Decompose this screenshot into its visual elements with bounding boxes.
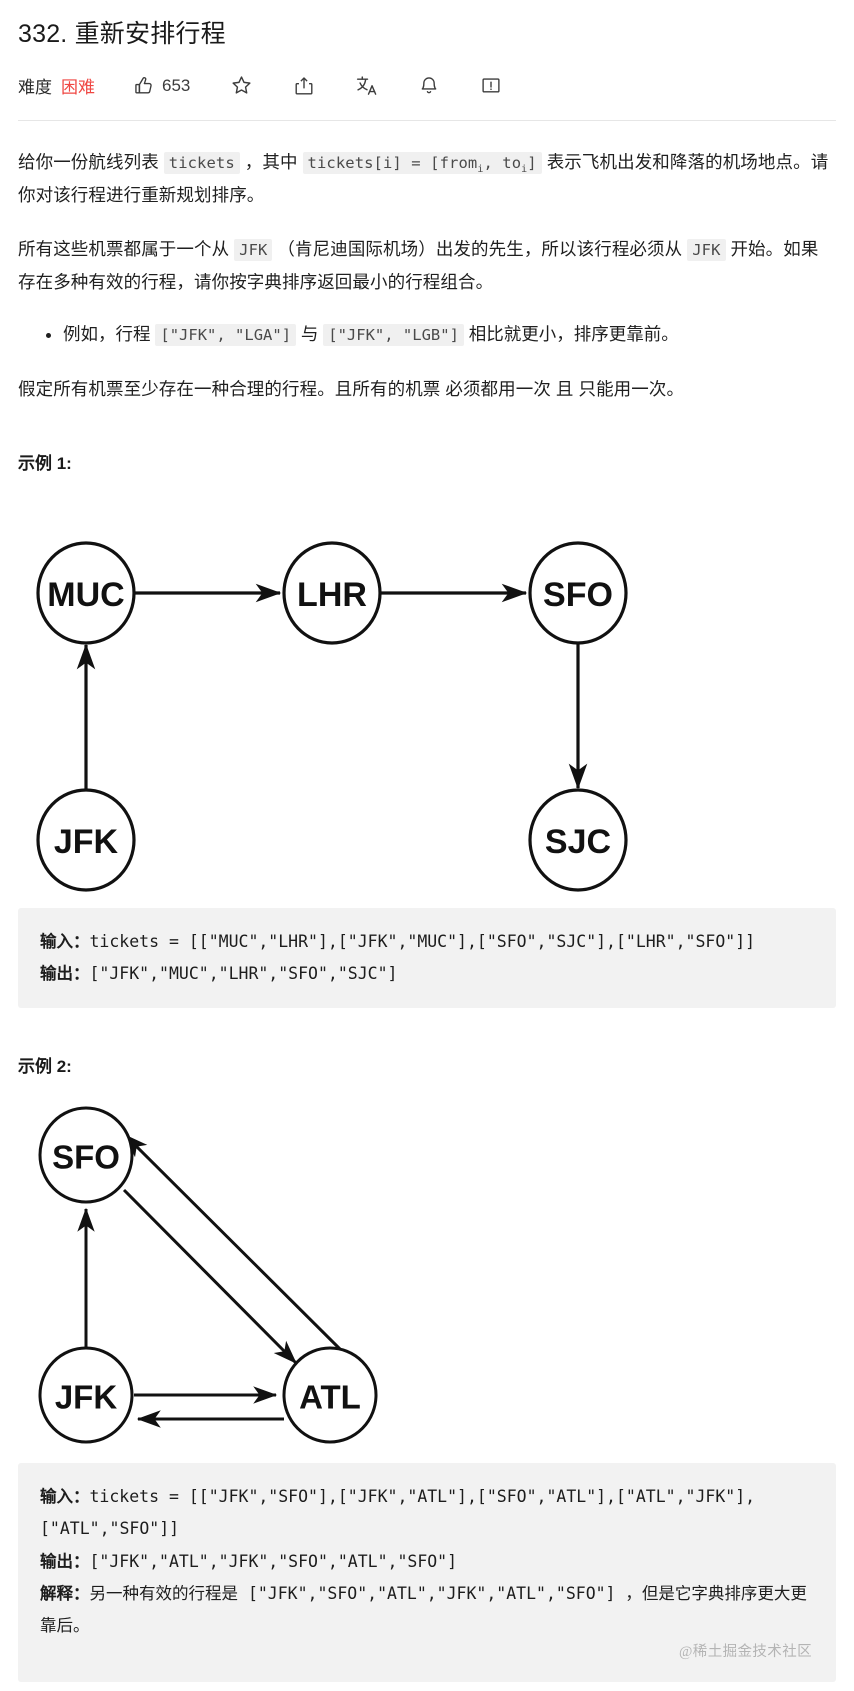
code-jfk-lgb: ["JFK", "LGB"] <box>323 324 464 347</box>
node-jfk <box>36 788 136 892</box>
translate-button[interactable] <box>355 74 378 97</box>
code-sig-mid: , to <box>483 153 522 172</box>
example-2-output-label: 输出： <box>40 1551 90 1571</box>
desc-p2-text-b: （肯尼迪国际机场）出发的先生，所以该行程必须从 <box>272 239 688 260</box>
example-2-heading: 示例 2: <box>18 1057 72 1077</box>
code-jfk-1: JFK <box>234 239 273 262</box>
desc-p2-text-c: 开始。如果存在多种有效的行程，请你按字典排序返回最小的行程组合。 <box>18 239 819 292</box>
code-jfk-lga: ["JFK", "LGA"] <box>155 324 297 347</box>
node-jfk-2 <box>38 1346 134 1444</box>
watermark: @稀土掘金技术社区 <box>679 1643 812 1660</box>
description-paragraph-3: 假定所有机票至少存在一种合理的行程。且所有的机票 必须都用一次 且 只能用一次。 <box>18 378 685 399</box>
example-2-explain-b: ，但是它字典排序更大更靠后。 <box>40 1583 807 1635</box>
example-2-diagram: SFO JFK ATL <box>18 1091 836 1463</box>
example-2-code-block: 输入：tickets = [["JFK","SFO"],["JFK","ATL"… <box>18 1463 836 1683</box>
example-2-output-value: ["JFK","ATL","JFK","SFO","ATL","SFO"] <box>89 1551 458 1571</box>
example-1-code-block: 输入：tickets = [["MUC","LHR"],["JFK","MUC"… <box>18 907 836 1009</box>
desc-p2-text-a: 所有这些机票都属于一个从 <box>18 239 235 260</box>
problem-page: 332. 重新安排行程 难度 困难 653 <box>0 10 854 1691</box>
example-1-diagram: MUC LHR SFO JFK SJC <box>18 488 836 908</box>
description-bullet-list: 例如，行程 ["JFK", "LGA"] 与 ["JFK", "LGB"] 相比… <box>18 318 836 350</box>
example-2-edges <box>77 1134 356 1429</box>
node-label-sfo-2: SFO <box>52 1139 120 1176</box>
list-item: 例如，行程 ["JFK", "LGA"] 与 ["JFK", "LGB"] 相比… <box>63 318 836 350</box>
code-sig-sub1: i <box>477 163 484 175</box>
node-label-jfk-2: JFK <box>55 1379 118 1416</box>
example-2-nodes <box>38 1106 378 1444</box>
share-icon <box>293 75 315 97</box>
code-tickets-signature: tickets[i] = [fromi, toi] <box>302 151 542 175</box>
example-1-graph-svg: MUC LHR SFO JFK SJC <box>36 541 628 892</box>
example-2-explain-code: ["JFK","SFO","ATL","JFK","ATL","SFO"] <box>247 1583 616 1603</box>
node-label-jfk: JFK <box>54 823 119 861</box>
example-1-input-label: 输入： <box>40 931 90 951</box>
node-atl-2 <box>282 1346 378 1444</box>
example-2-node-labels: SFO JFK ATL <box>52 1139 361 1416</box>
example-1-edges <box>76 583 588 792</box>
desc-p1-text-c: 表示飞机出发和降落的机场地点。请你对该行程进行重新规划排序。 <box>18 151 829 206</box>
edge-atl-sfo <box>123 1134 356 1365</box>
feedback-button[interactable] <box>480 75 502 97</box>
example-1-heading: 示例 1: <box>18 453 72 473</box>
node-sfo-2 <box>38 1106 134 1204</box>
example-2-explain-label: 解释： <box>40 1583 90 1603</box>
example-1-output-label: 输出： <box>40 964 90 984</box>
thumbs-up-icon <box>133 75 155 97</box>
code-sig-sub2: i <box>521 163 528 175</box>
node-label-sfo: SFO <box>543 576 613 614</box>
header-divider <box>18 119 836 121</box>
difficulty-label: 难度 <box>18 78 52 97</box>
example-2-input-label: 输入： <box>40 1487 90 1507</box>
desc-p1-text-b: ，其中 <box>239 151 303 172</box>
node-label-lhr: LHR <box>297 576 367 614</box>
code-sig-end: ] <box>527 153 537 172</box>
bell-icon <box>418 75 440 97</box>
node-label-sjc: SJC <box>545 823 611 861</box>
description-paragraph-1: 给你一份航线列表 tickets ，其中 tickets[i] = [fromi… <box>18 146 836 212</box>
example-2-explain-a: 另一种有效的行程是 <box>89 1583 248 1603</box>
translate-icon <box>355 74 378 97</box>
node-label-atl-2: ATL <box>299 1379 361 1416</box>
example-1-input-value: tickets = [["MUC","LHR"],["JFK","MUC"],[… <box>89 931 756 951</box>
node-muc <box>36 541 136 645</box>
example-2-input-value: tickets = [["JFK","SFO"],["JFK","ATL"],[… <box>40 1487 756 1539</box>
example-2-graph-svg: SFO JFK ATL <box>38 1106 378 1444</box>
node-sfo <box>528 541 628 645</box>
page-title: 332. 重新安排行程 <box>18 20 226 48</box>
example-1-nodes <box>36 541 628 892</box>
desc-p1-text-a: 给你一份航线列表 <box>18 151 164 172</box>
difficulty-badge: 困难 <box>61 78 95 97</box>
problem-meta-row: 难度 困难 653 <box>18 69 836 103</box>
favorite-button[interactable] <box>230 74 253 97</box>
code-tickets: tickets <box>163 151 240 174</box>
like-count: 653 <box>162 75 191 95</box>
node-sjc <box>528 788 628 892</box>
bullet-text-c: 相比就更小，排序更靠前。 <box>463 324 679 345</box>
example-1-node-labels: MUC LHR SFO JFK SJC <box>47 576 613 861</box>
share-button[interactable] <box>293 75 315 97</box>
feedback-icon <box>480 75 502 97</box>
notification-button[interactable] <box>418 75 440 97</box>
like-button[interactable]: 653 <box>133 75 190 97</box>
bullet-text-b: 与 <box>296 324 324 345</box>
code-jfk-2: JFK <box>687 239 726 262</box>
description-paragraph-2: 所有这些机票都属于一个从 JFK （肯尼迪国际机场）出发的先生，所以该行程必须从… <box>18 233 836 298</box>
bullet-text-a: 例如，行程 <box>63 324 156 345</box>
code-sig-a: tickets[i] = [from <box>307 153 478 172</box>
star-icon <box>230 74 253 97</box>
example-1-output-value: ["JFK","MUC","LHR","SFO","SJC"] <box>89 964 398 984</box>
node-label-muc: MUC <box>47 576 124 614</box>
node-lhr <box>282 541 382 645</box>
edge-sfo-atl <box>122 1189 298 1365</box>
